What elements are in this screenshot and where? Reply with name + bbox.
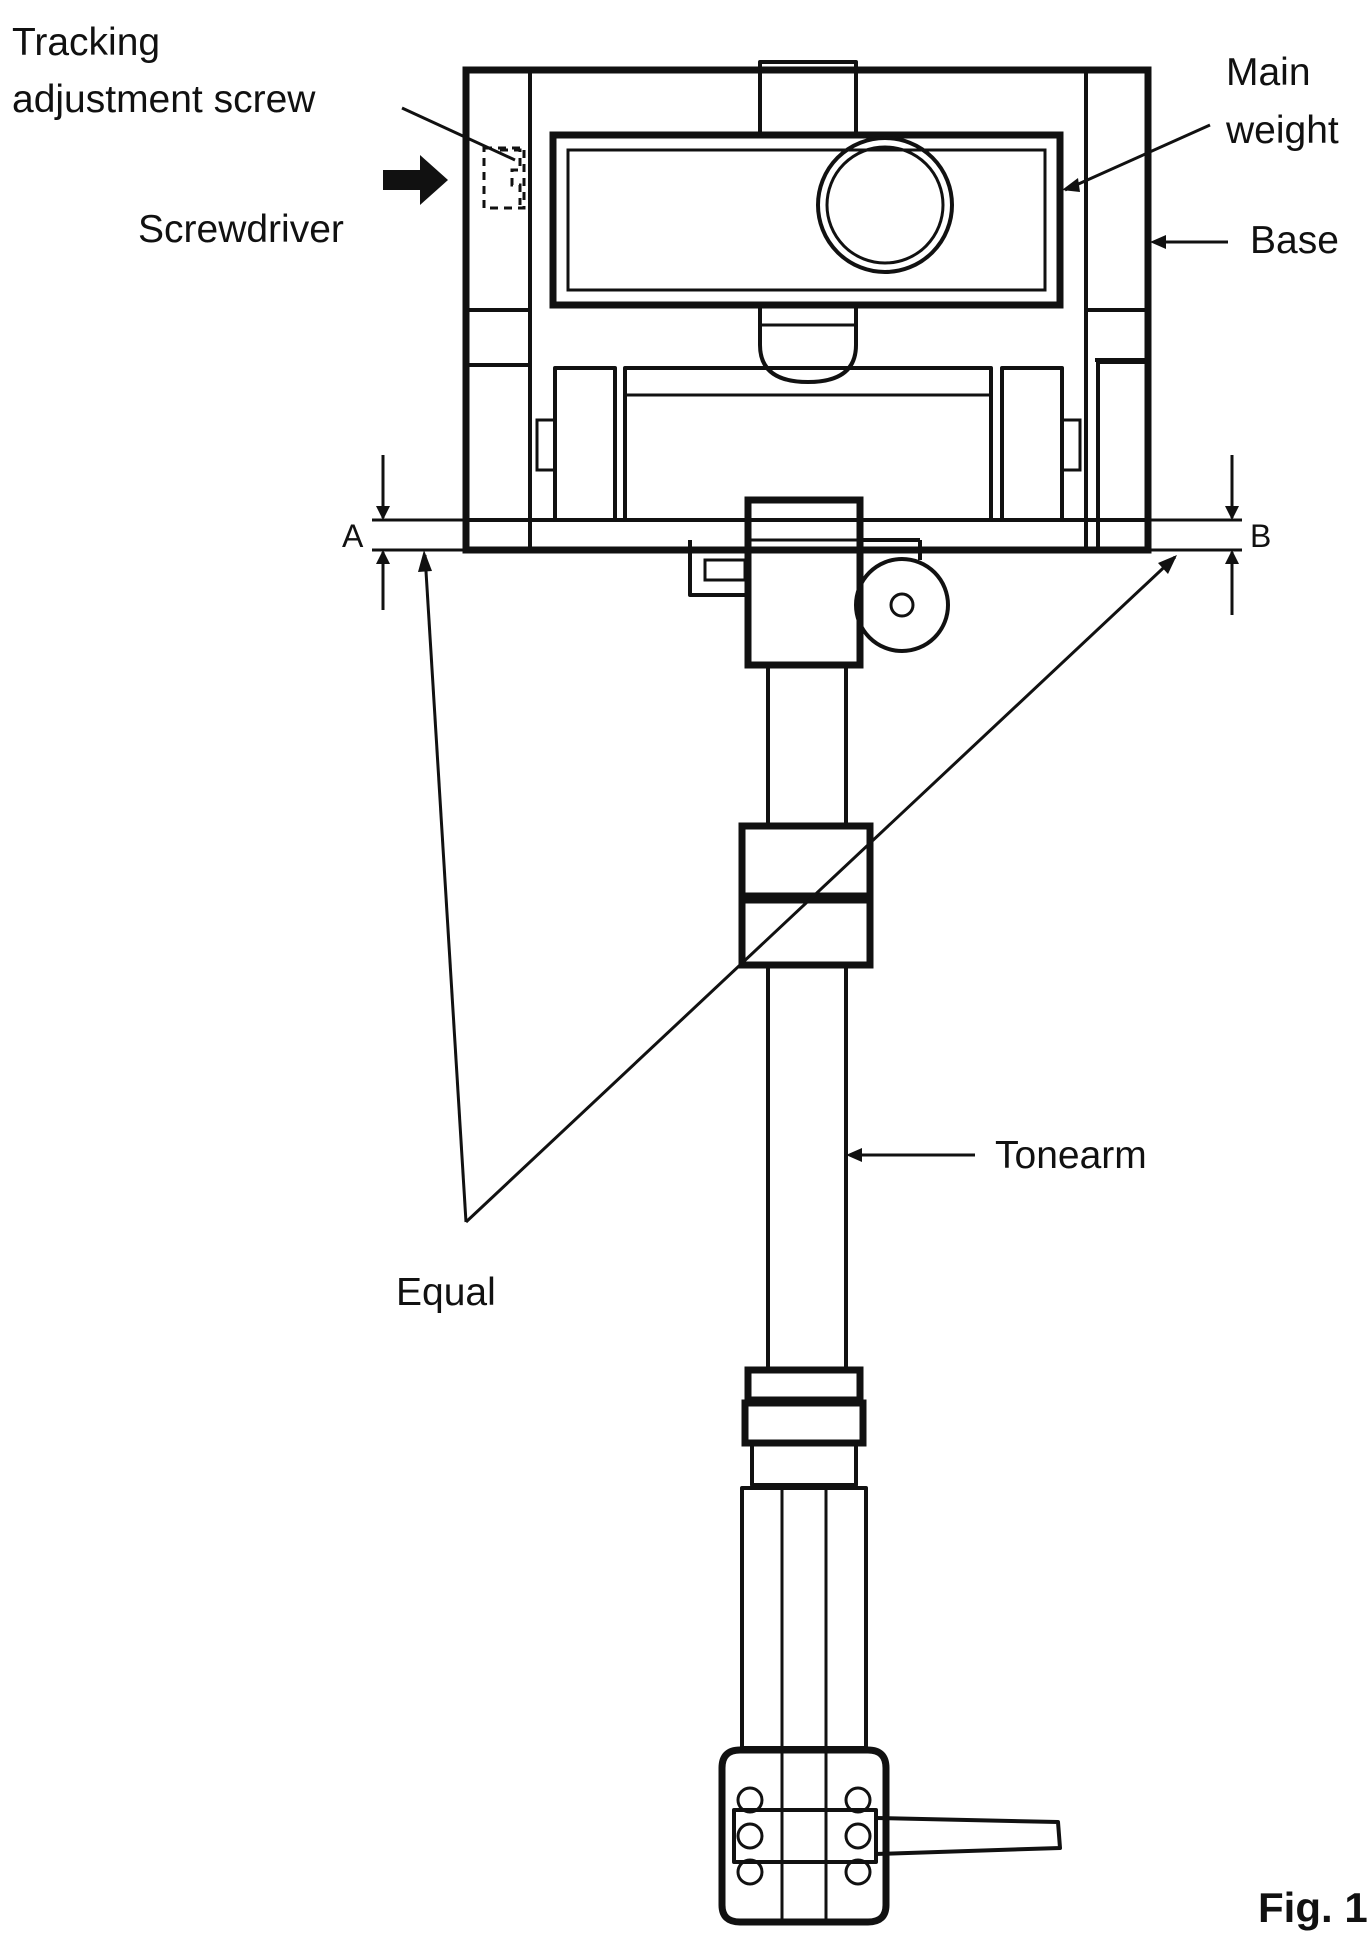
screwdriver-label: Screwdriver bbox=[138, 208, 344, 251]
tracking-label-line1: Tracking bbox=[12, 21, 160, 64]
figure-number: Fig. 1 bbox=[1258, 1884, 1368, 1931]
dimension-a-label: A bbox=[342, 518, 364, 554]
dimension-b bbox=[1148, 455, 1242, 615]
pivot-assembly bbox=[535, 366, 1082, 522]
tonearm bbox=[688, 496, 1062, 1926]
base-housing bbox=[462, 66, 1152, 554]
tracking-label-line2: adjustment screw bbox=[12, 78, 316, 121]
main-weight-label-line2: weight bbox=[1225, 109, 1339, 152]
dimension-a bbox=[372, 455, 466, 610]
tonearm-label: Tonearm bbox=[995, 1134, 1147, 1177]
dimension-b-label: B bbox=[1250, 518, 1271, 554]
equal-label: Equal bbox=[396, 1271, 496, 1314]
main-weight bbox=[549, 60, 1064, 384]
leader-lines bbox=[401, 106, 1228, 1162]
tracking-adjustment-screw bbox=[482, 146, 526, 210]
main-weight-label-line1: Main bbox=[1226, 51, 1311, 94]
screwdriver-arrow-icon bbox=[383, 155, 448, 205]
equal-distance-lines bbox=[418, 550, 1177, 1224]
base-label: Base bbox=[1250, 219, 1339, 262]
